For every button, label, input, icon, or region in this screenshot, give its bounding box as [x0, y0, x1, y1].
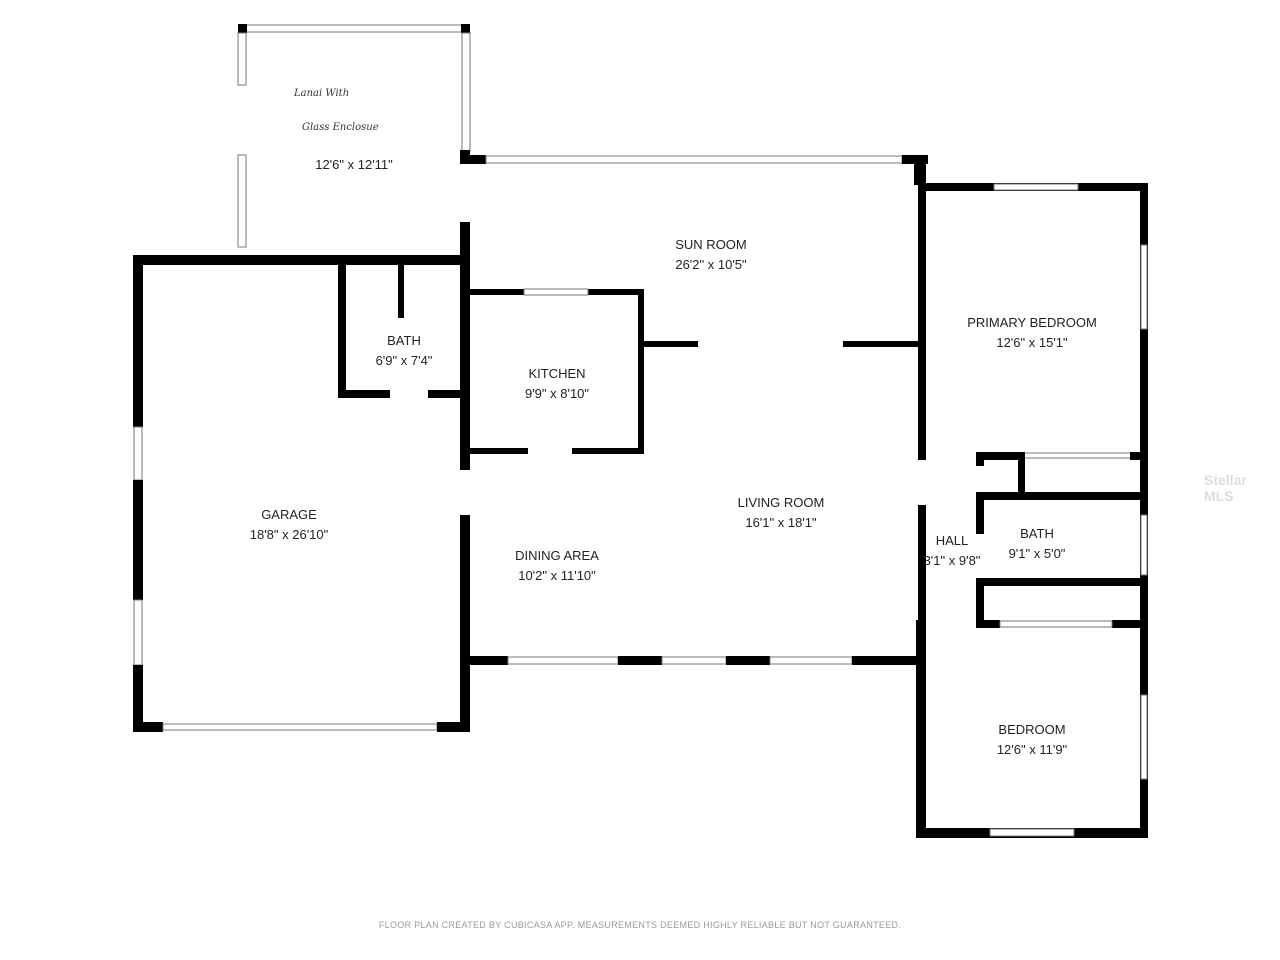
lanai-walls — [237, 24, 471, 255]
dining-area-label: DINING AREA 10'2" x 11'10" — [515, 546, 599, 586]
sun-room-label: SUN ROOM 26'2" x 10'5" — [675, 235, 747, 275]
hall-label: HALL 3'1" x 9'8" — [924, 531, 981, 571]
room-name: HALL — [935, 533, 969, 548]
lanai-label-line2: Glass Enclosue — [302, 122, 379, 133]
bath1-label: BATH 6'9" x 7'4" — [376, 331, 433, 371]
room-name: GARAGE — [261, 507, 317, 522]
room-dims: 16'1" x 18'1" — [745, 515, 817, 530]
room-dims: 18'8" x 26'10" — [249, 527, 329, 542]
living-room-label: LIVING ROOM 16'1" x 18'1" — [738, 493, 825, 533]
lanai-label-line1: Lanai With — [294, 88, 350, 99]
living-walls — [468, 656, 922, 665]
room-name: KITCHEN — [528, 366, 586, 381]
sunroom-walls — [470, 155, 928, 665]
bedroom-wing-walls — [916, 183, 1148, 838]
room-name: BEDROOM — [998, 722, 1066, 737]
room-dims: 10'2" x 11'10" — [518, 568, 596, 583]
room-name: DINING AREA — [515, 548, 599, 563]
primary-bedroom-label: PRIMARY BEDROOM 12'6" x 15'1" — [967, 313, 1097, 353]
kitchen-label: KITCHEN 9'9" x 8'10" — [525, 364, 589, 404]
bath1-walls — [338, 262, 466, 398]
room-dims: 6'9" x 7'4" — [375, 353, 433, 368]
room-dims: 9'1" x 5'0" — [1008, 546, 1066, 561]
bath2-label: BATH 9'1" x 5'0" — [1009, 524, 1066, 564]
room-name: BATH — [387, 333, 421, 348]
kitchen-walls — [468, 288, 644, 454]
bedroom-label: BEDROOM 12'6" x 11'9" — [997, 720, 1067, 760]
lanai-dims: 12'6" x 12'11" — [315, 157, 393, 172]
room-dims: 12'6" x 15'1" — [996, 335, 1068, 350]
room-name: LIVING ROOM — [737, 495, 825, 510]
room-dims: 9'9" x 8'10" — [524, 386, 590, 401]
room-name: SUN ROOM — [675, 237, 747, 252]
room-name: PRIMARY BEDROOM — [967, 315, 1097, 330]
room-dims: 26'2" x 10'5" — [675, 257, 747, 272]
room-dims: 12'6" x 11'9" — [996, 742, 1068, 757]
room-dims: 3'1" x 9'8" — [923, 553, 981, 568]
garage-label: GARAGE 18'8" x 26'10" — [250, 505, 329, 545]
room-name: BATH — [1020, 526, 1054, 541]
footer-disclaimer: FLOOR PLAN CREATED BY CUBICASA APP. MEAS… — [378, 920, 902, 930]
watermark: Stellar MLS — [1204, 472, 1247, 504]
garage-walls — [133, 255, 470, 732]
